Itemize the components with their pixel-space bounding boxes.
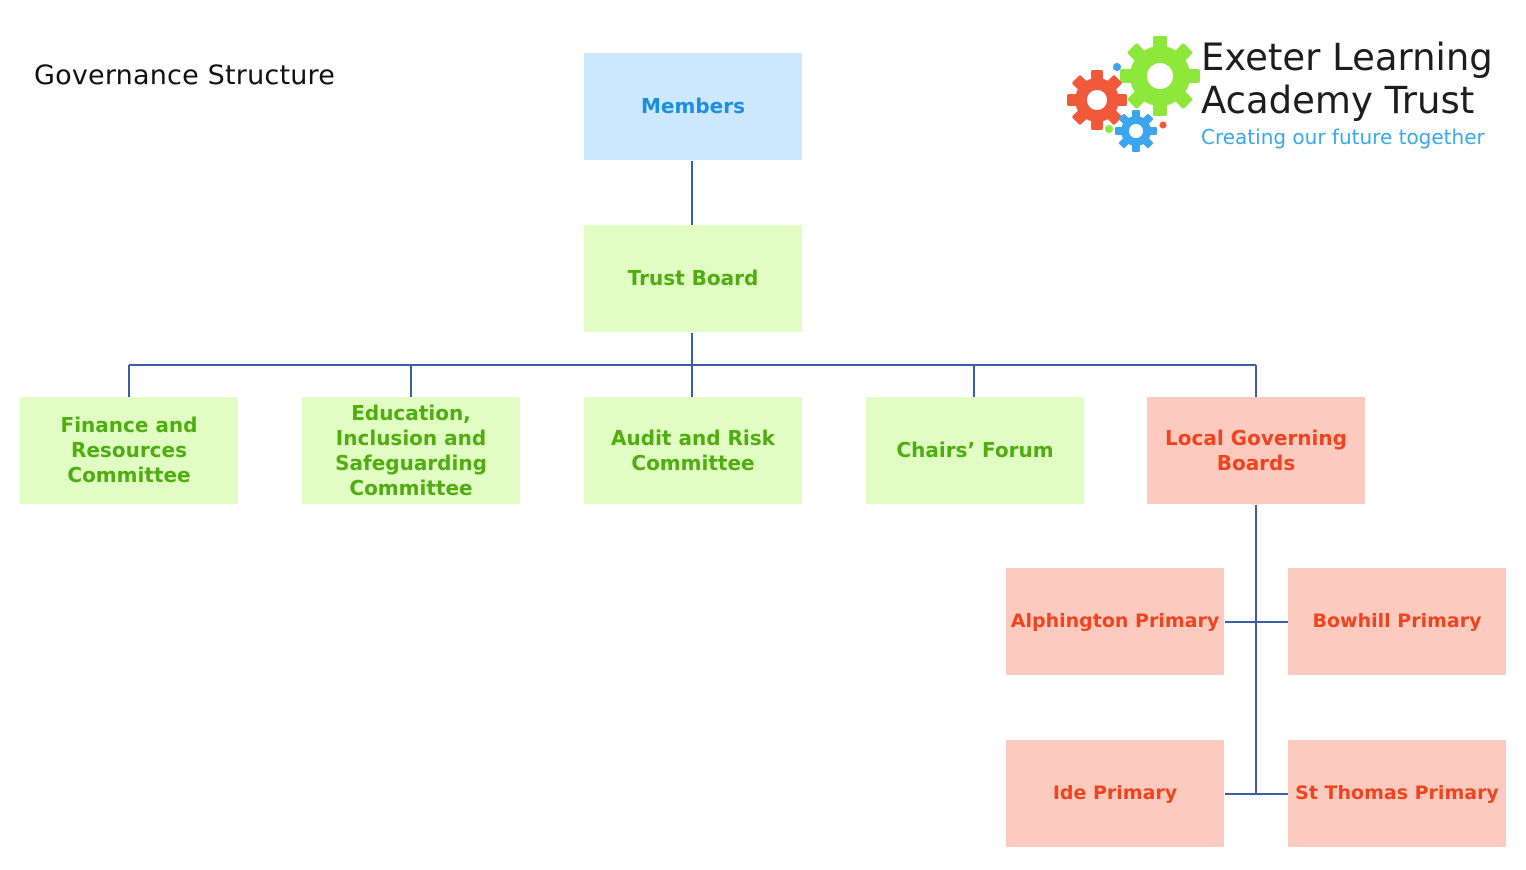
- logo-tagline: Creating our future together: [1201, 125, 1485, 149]
- audit-committee-label: Audit and Risk Committee: [611, 425, 775, 475]
- education-committee-box: Education, Inclusion and Safeguarding Co…: [302, 397, 520, 504]
- members-box: Members: [584, 53, 802, 160]
- local-governing-boards-box: Local Governing Boards: [1147, 397, 1365, 504]
- st-thomas-primary-box: St Thomas Primary: [1288, 740, 1506, 847]
- audit-committee-box: Audit and Risk Committee: [584, 397, 802, 504]
- chairs-forum-label: Chairs’ Forum: [896, 438, 1054, 462]
- ide-primary-label: Ide Primary: [1052, 782, 1178, 804]
- local-governing-boards-label: Local Governing Boards: [1165, 425, 1347, 475]
- page-title: Governance Structure: [34, 60, 336, 91]
- bowhill-primary-box: Bowhill Primary: [1288, 568, 1506, 675]
- finance-committee-label: Finance and Resources Committee: [60, 413, 198, 487]
- logo-text: Exeter Learning Academy Trust Creating o…: [1201, 36, 1493, 149]
- trust-board-label: Trust Board: [627, 266, 759, 290]
- bowhill-primary-label: Bowhill Primary: [1312, 610, 1482, 632]
- st-thomas-primary-label: St Thomas Primary: [1295, 782, 1499, 804]
- logo-line-2: Academy Trust: [1201, 79, 1475, 122]
- trust-board-box: Trust Board: [584, 225, 802, 332]
- alphington-primary-box: Alphington Primary: [1006, 568, 1224, 675]
- members-label: Members: [641, 94, 745, 118]
- finance-committee-box: Finance and Resources Committee: [20, 397, 238, 504]
- trust-logo-gears-icon: [1067, 36, 1200, 152]
- logo-line-1: Exeter Learning: [1201, 36, 1493, 79]
- chairs-forum-box: Chairs’ Forum: [866, 397, 1084, 504]
- ide-primary-box: Ide Primary: [1006, 740, 1224, 847]
- alphington-primary-label: Alphington Primary: [1010, 610, 1220, 632]
- education-committee-label: Education, Inclusion and Safeguarding Co…: [335, 400, 487, 500]
